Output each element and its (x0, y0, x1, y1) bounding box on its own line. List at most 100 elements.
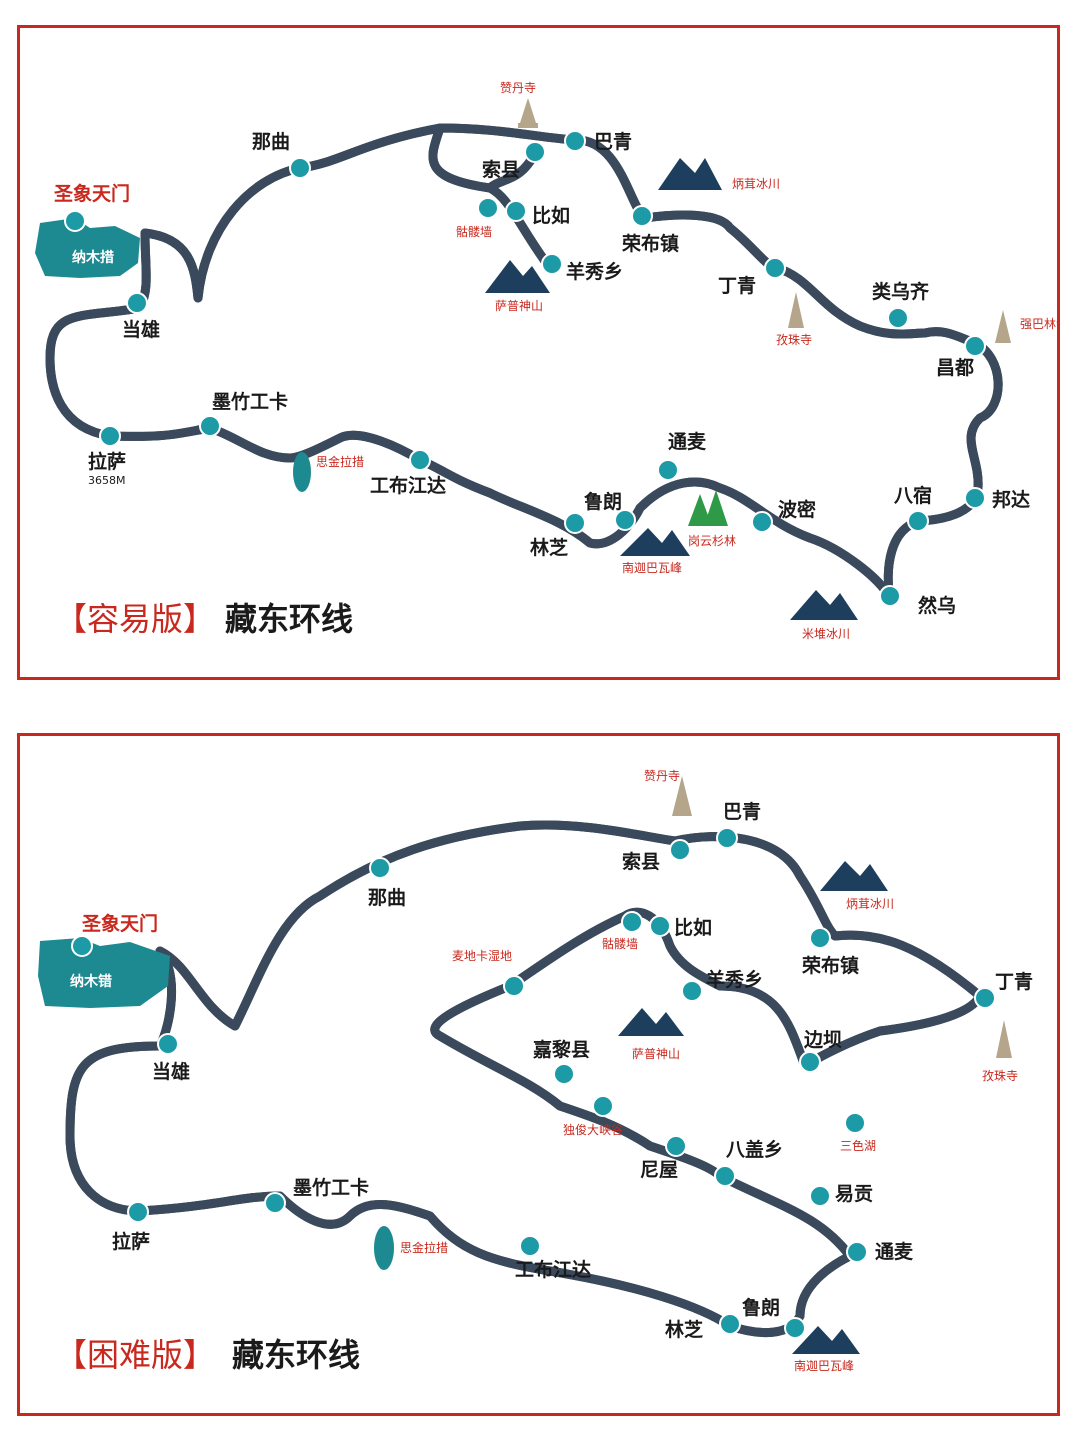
stop-label: 工布江达 (370, 474, 446, 497)
pin-icon (564, 512, 586, 534)
mountain-icon (820, 861, 888, 891)
landmark-label: 骷髅墙 (456, 224, 492, 239)
stop-label: 骷髅墙 (602, 936, 638, 951)
pin-icon (621, 911, 643, 933)
pin-icon (799, 1051, 821, 1073)
stop-label: 那曲 (368, 887, 406, 909)
pin-icon (519, 1235, 541, 1257)
stop-label: 比如 (674, 916, 712, 939)
lake-icon (374, 1226, 394, 1270)
easy-route-map: 纳木措 圣象天门 当雄 (17, 25, 1060, 680)
hard-road (65, 825, 985, 1333)
stupa-icon (788, 292, 804, 328)
stop-label: 边坝 (803, 1029, 842, 1051)
stop-label: 波密 (778, 498, 816, 521)
landmark-label: 萨普神山 (495, 299, 543, 313)
pin-icon (564, 130, 586, 152)
hard-map-svg: 纳木错 圣象天门 (38, 769, 1033, 1374)
landmark-label: 南迦巴瓦峰 (622, 560, 682, 575)
pin-icon (631, 205, 653, 227)
landmark-label: 米堆冰川 (802, 627, 850, 641)
pin-icon (681, 980, 703, 1002)
pin-icon (99, 425, 121, 447)
pin-icon (907, 510, 929, 532)
stop-label: 然乌 (918, 594, 956, 617)
mountain-icon (620, 528, 690, 556)
pin-icon (964, 487, 986, 509)
stop-label: 邦达 (992, 488, 1030, 511)
title-text: 藏东环线 (232, 1336, 360, 1374)
stop-label: 林芝 (530, 536, 568, 559)
stop-label: 当雄 (152, 1060, 190, 1083)
pin-icon (964, 335, 986, 357)
lake-icon (293, 452, 311, 492)
pin-icon (592, 1095, 614, 1117)
pin-icon (719, 1313, 741, 1335)
stop-label: 巴青 (594, 131, 632, 153)
namtso-lake (35, 218, 140, 278)
stop-label: 羊秀乡 (706, 968, 763, 991)
landmark-label: 思金拉措 (316, 454, 364, 469)
landmark-label: 炳茸冰川 (846, 897, 894, 911)
title-tag: 【困难版】 (55, 1336, 215, 1374)
pin-icon (157, 1033, 179, 1055)
stop-label: 拉萨 (112, 1230, 150, 1253)
stop-label: 易贡 (835, 1183, 873, 1205)
pin-icon (809, 927, 831, 949)
pin-icon (669, 839, 691, 861)
landmark-label: 赞丹寺 (644, 769, 680, 783)
pin-icon (127, 1201, 149, 1223)
pin-icon (764, 257, 786, 279)
title-tag: 【容易版】 (55, 600, 215, 638)
pin-icon (264, 1192, 286, 1214)
pin-icon (477, 197, 499, 219)
stop-label: 墨竹工卡 (212, 390, 288, 413)
pin-icon (614, 509, 636, 531)
stop-label: 工布江达 (515, 1258, 591, 1281)
lake-label: 纳木错 (70, 973, 112, 990)
pin-icon (541, 253, 563, 275)
pin-icon (714, 1165, 736, 1187)
stop-label: 昌都 (936, 357, 974, 379)
hard-route-map: 纳木错 圣象天门 (17, 733, 1060, 1416)
pin-icon (524, 141, 546, 163)
pin-icon (409, 449, 431, 471)
landmark-label: 炳茸冰川 (732, 177, 780, 191)
easy-road (45, 123, 998, 603)
stop-label: 类乌齐 (872, 280, 930, 303)
pin-icon (784, 1317, 806, 1339)
stop-label: 索县 (622, 850, 660, 873)
pin-icon (879, 585, 901, 607)
stop-label: 独俊大峡谷 (563, 1122, 623, 1137)
pin-icon (199, 415, 221, 437)
landmark-label: 孜珠寺 (982, 1069, 1018, 1083)
pin-icon (289, 157, 311, 179)
stop-label: 荣布镇 (621, 232, 679, 255)
stop-label: 三色湖 (840, 1138, 876, 1153)
pin-icon (844, 1112, 866, 1134)
landmark-label: 思金拉措 (400, 1240, 448, 1255)
stop-label: 尼屋 (640, 1159, 678, 1181)
pin-icon (503, 975, 525, 997)
stop-label: 八盖乡 (726, 1138, 783, 1161)
pin-icon (649, 915, 671, 937)
stop-label: 鲁朗 (741, 1296, 780, 1319)
landmark-label: 岗云杉林 (688, 534, 736, 548)
easy-map-svg: 纳木措 圣象天门 当雄 (35, 81, 1057, 641)
stop-label: 拉萨 (88, 450, 126, 473)
pin-icon (846, 1241, 868, 1263)
highlight-label: 圣象天门 (54, 182, 130, 205)
landmark-label: 南迦巴瓦峰 (794, 1358, 854, 1373)
hard-landmarks: 赞丹寺 萨普神山 炳茸冰川 孜珠寺 思金拉措 南迦巴瓦峰 (374, 769, 1018, 1373)
pin-icon (71, 935, 93, 957)
hard-pins (71, 827, 996, 1339)
pin-icon (126, 292, 148, 314)
pin-icon (505, 200, 527, 222)
pin-icon (809, 1185, 831, 1207)
mountain-icon (485, 260, 550, 293)
stop-label: 荣布镇 (801, 954, 859, 977)
landmark-label: 赞丹寺 (500, 81, 536, 95)
pin-icon (751, 511, 773, 533)
title-text: 藏东环线 (225, 600, 353, 638)
easy-landmarks: 赞丹寺 骷髅墙 萨普神山 炳茸冰川 孜珠寺 强巴林寺 思金拉措 南迦巴瓦峰 岗云… (293, 81, 1057, 641)
